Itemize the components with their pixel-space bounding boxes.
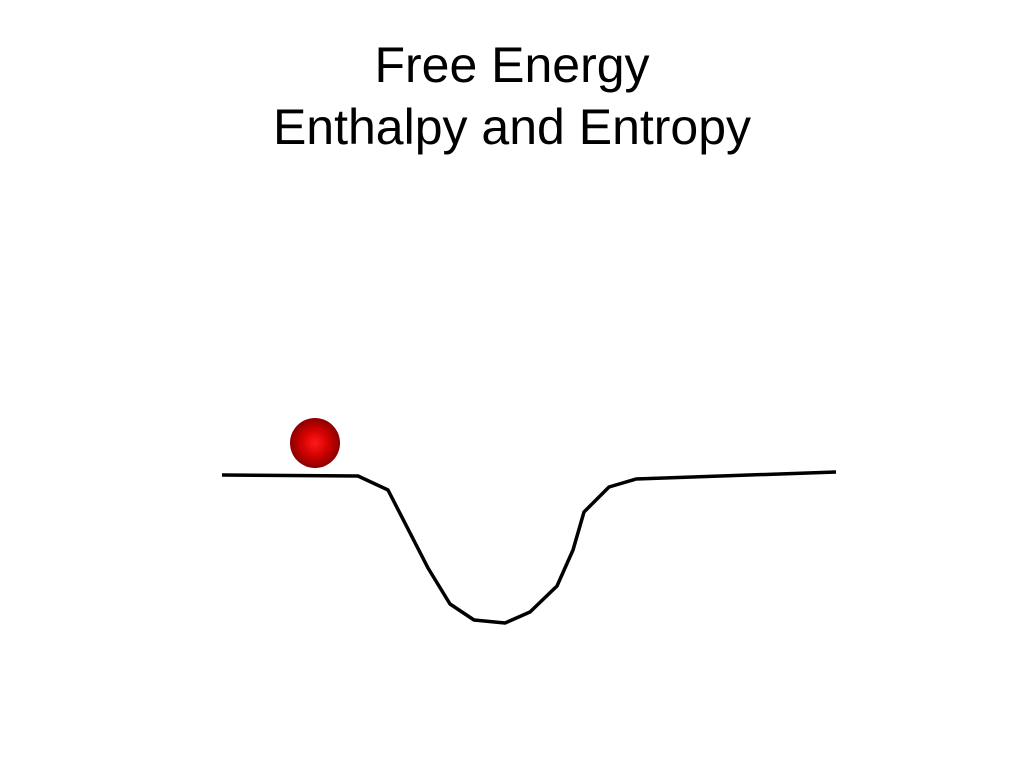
energy-well-curve: [221, 470, 837, 625]
slide-title-line-2: Enthalpy and Entropy: [272, 99, 752, 155]
slide-title-line-1: Free Energy: [374, 37, 650, 93]
ball: [290, 418, 340, 468]
slide-title: Free Energy Enthalpy and Entropy: [0, 34, 1024, 158]
